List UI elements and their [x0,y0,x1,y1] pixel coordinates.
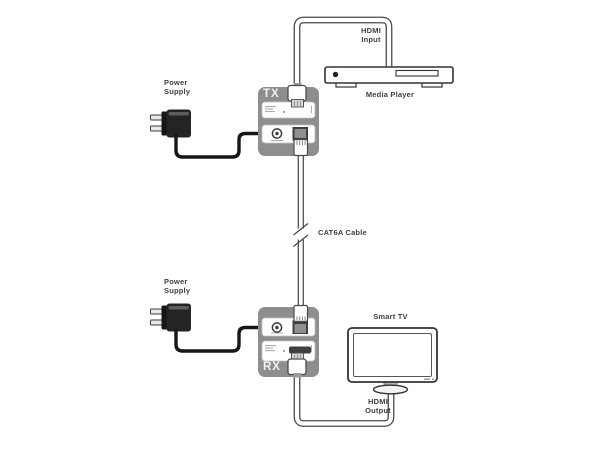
led-indicator [283,350,285,352]
power-supply-label-rx: Power Supply [164,277,191,295]
media-player-device [324,66,454,88]
hdmi-plug-body [287,84,307,102]
power-supply-label-tx: Power Supply [164,78,191,96]
cable-ferrule [293,373,302,378]
cat6a-cable-label: CAT6A Cable [318,228,367,237]
hdmi-input-cable [293,16,393,90]
rx-unit [258,304,319,378]
adapter-highlight [168,112,189,116]
power-cord [174,325,270,353]
dc-jack-pin [275,325,279,330]
disc-slot [395,69,439,77]
cat6a-cable-run [293,148,309,312]
micro-print [265,108,273,110]
power-cord [174,131,270,159]
micro-print [271,332,283,334]
adapter-body [166,109,191,138]
rj45-port-inner [294,129,306,138]
adapter-highlight [168,306,189,310]
smart-tv-device [347,327,438,395]
power-supply-rx [150,303,275,353]
micro-print [265,111,275,113]
hdmi-connector [287,83,307,108]
rx-unit-label: RX [263,361,281,373]
tv-screen [353,333,432,377]
rj45-port-inner [294,324,306,333]
power-button-icon [332,71,339,78]
tx-top-panel [261,101,316,119]
tv-stand-base [372,384,409,395]
rj45-connector [293,304,309,323]
micro-print [265,106,276,108]
hdmi-output-label: HDMI Output [365,397,391,415]
tv-logo-mark [424,378,430,380]
adapter-body [166,303,191,332]
micro-print [271,140,283,141]
hdmi-connector [287,352,307,378]
micro-print [311,345,312,352]
power-supply-tx [150,109,275,159]
micro-print [265,350,275,352]
tx-unit [258,83,319,157]
hdmi-output-cable [293,368,395,427]
tx-unit-label: TX [263,88,280,100]
led-indicator [283,111,285,113]
media-player-label: Media Player [365,90,415,99]
hdmi-port [289,346,311,354]
hdmi-plug-body [287,358,307,376]
smart-tv-label: Smart TV [373,312,408,321]
hdmi-input-label: HDMI Input [361,26,381,44]
cable-break-icon [293,222,309,248]
tv-power-led [432,378,434,381]
rj45-connector [293,138,309,157]
micro-print [265,345,276,347]
micro-print [311,106,312,113]
micro-print [265,347,273,349]
dc-jack-pin [275,131,279,136]
